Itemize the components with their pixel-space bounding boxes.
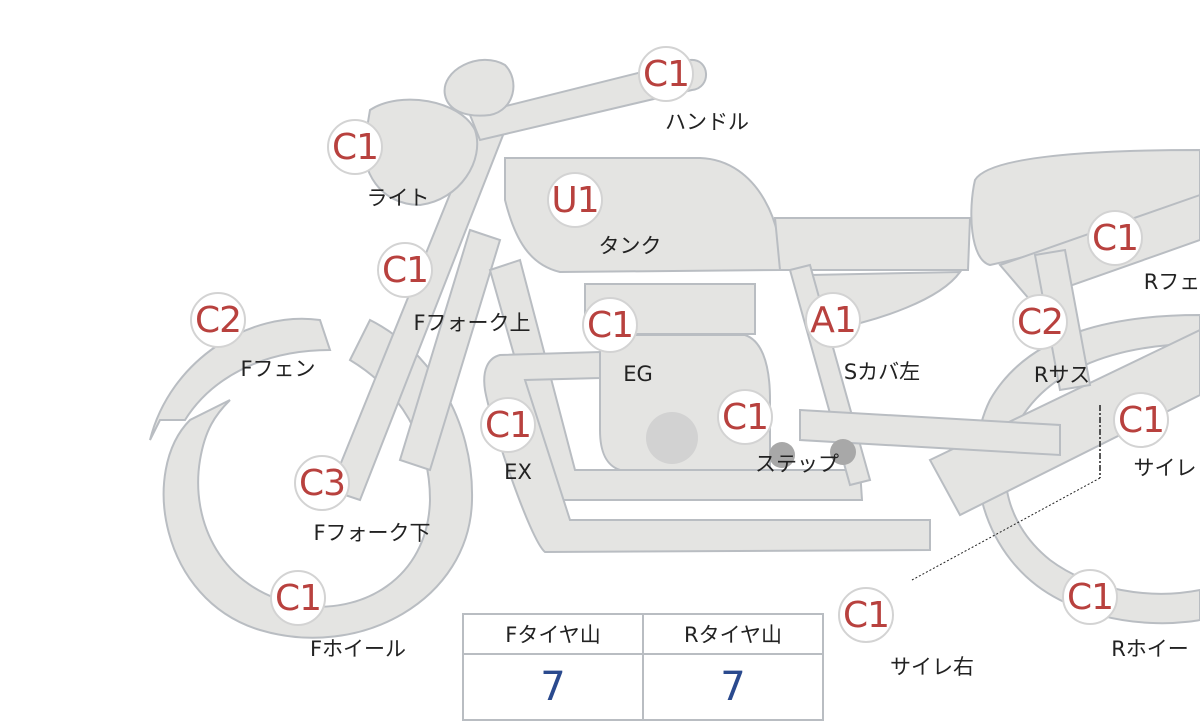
step-peg bbox=[830, 439, 856, 465]
tire-tread-table: Fタイヤ山 Rタイヤ山 7 7 bbox=[462, 613, 824, 721]
grade-badge-step: C1 bbox=[717, 389, 773, 445]
grade-badge-exhaust: C1 bbox=[480, 397, 536, 453]
part-label-tank: タンク bbox=[598, 234, 662, 258]
grade-badge-muffler-left: C1 bbox=[1113, 392, 1169, 448]
grade-badge-rear-suspension: C2 bbox=[1012, 294, 1068, 350]
grade-badge-side-cover-left: A1 bbox=[805, 292, 861, 348]
headlight bbox=[363, 98, 479, 207]
step-peg bbox=[769, 442, 795, 468]
grade-badge-front-fender: C2 bbox=[190, 292, 246, 348]
grade-badge-rear-fender: C1 bbox=[1087, 210, 1143, 266]
grade-badge-light: C1 bbox=[327, 119, 383, 175]
part-label-fork-lower: Fフォーク下 bbox=[313, 521, 431, 545]
handle-top bbox=[443, 58, 515, 117]
part-label-fork-upper: Fフォーク上 bbox=[413, 311, 531, 335]
part-label-rear-fender: Rフェ bbox=[1143, 270, 1200, 294]
grade-badge-fork-upper: C1 bbox=[377, 242, 433, 298]
front-tire-header: Fタイヤ山 bbox=[462, 613, 644, 655]
grade-badge-engine: C1 bbox=[582, 297, 638, 353]
part-label-rear-suspension: Rサス bbox=[1033, 363, 1091, 387]
front-fender bbox=[149, 317, 332, 441]
part-label-front-fender: Fフェン bbox=[240, 357, 316, 381]
exhaust-pipe bbox=[483, 350, 931, 554]
part-label-front-wheel: Fホイール bbox=[309, 637, 407, 661]
part-label-step: ステップ bbox=[755, 452, 839, 476]
rear-tire-header: Rタイヤ山 bbox=[642, 613, 824, 655]
seat bbox=[773, 217, 972, 271]
grade-badge-rear-wheel: C1 bbox=[1062, 569, 1118, 625]
part-label-side-cover-left: Sカバ左 bbox=[843, 360, 921, 384]
part-label-muffler-right: サイレ右 bbox=[890, 655, 974, 679]
grade-badge-fork-lower: C3 bbox=[294, 455, 350, 511]
grade-badge-tank: U1 bbox=[547, 172, 603, 228]
part-label-muffler-left: サイレ bbox=[1133, 456, 1197, 480]
front-tire-value: 7 bbox=[462, 653, 644, 721]
part-label-handle: ハンドル bbox=[665, 110, 749, 134]
engine-case bbox=[646, 412, 698, 464]
rear-tire-value: 7 bbox=[642, 653, 824, 721]
part-label-rear-wheel: Rホイー bbox=[1111, 637, 1189, 661]
grade-badge-front-wheel: C1 bbox=[270, 570, 326, 626]
muffler bbox=[928, 328, 1200, 517]
swingarm bbox=[799, 408, 1061, 457]
grade-badge-handle: C1 bbox=[638, 46, 694, 102]
part-label-light: ライト bbox=[366, 186, 430, 210]
part-label-exhaust: EX bbox=[504, 460, 532, 484]
front-wheel bbox=[162, 318, 474, 639]
grade-badge-muffler-right: C1 bbox=[838, 587, 894, 643]
part-label-engine: EG bbox=[623, 362, 653, 386]
front-fork-rear bbox=[398, 228, 502, 472]
